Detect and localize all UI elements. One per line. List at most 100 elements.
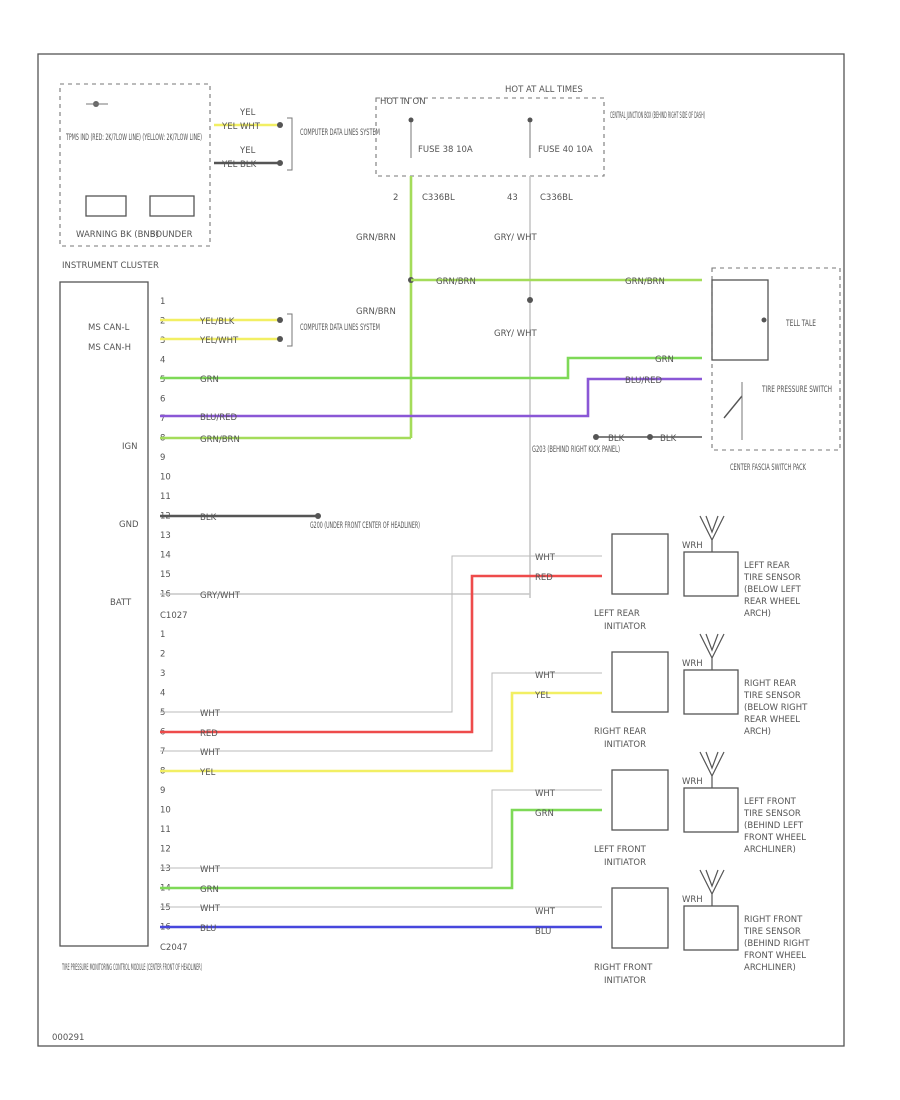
sensor-tag: WRH [682, 541, 703, 551]
sensor-tag: WRH [682, 659, 703, 669]
cluster-wire-end-1 [277, 122, 283, 128]
tpms-module: MS CAN-L MS CAN-H IGN GND BATT C1027 C20… [52, 281, 202, 1043]
pin-number-bottom: 11 [160, 825, 171, 835]
pin-number-top: 5 [160, 375, 165, 385]
wire-grn-to-tell-tale [160, 356, 702, 380]
antenna-icon [699, 869, 725, 906]
cluster-computer-data: COMPUTER DATA LINES SYSTEM [300, 128, 380, 138]
pin-number-top: 6 [160, 395, 165, 405]
vertical-label-grn-brn-1: GRN/BRN [356, 233, 396, 243]
junction-box-outline [375, 97, 605, 177]
label-yel-blk: YEL/BLK [199, 317, 235, 327]
wire-wht-left-front [160, 789, 602, 869]
pin-number-top: 7 [160, 414, 165, 424]
fuse2-top-node [527, 117, 533, 123]
label-wht-3: WHT [200, 865, 221, 875]
instrument-cluster: TPMS IND (RED: 2K/7LOW LINE) (YELLOW: 2K… [59, 83, 380, 271]
module-ground-label: G200 (UNDER FRONT CENTER OF HEADLINER) [310, 521, 420, 531]
module-computer-data: COMPUTER DATA LINES SYSTEM [300, 323, 380, 333]
switch-ground-label: G203 (BEHIND RIGHT KICK PANEL) [532, 445, 620, 455]
pin-number-bottom: 12 [160, 845, 171, 855]
tire-sensor-box [683, 905, 739, 951]
label-wht-4: WHT [200, 904, 221, 914]
instrument-cluster-title: INSTRUMENT CLUSTER [62, 261, 159, 271]
fuse2-pin: 43 [507, 193, 518, 203]
initiator-label-line2: INITIATOR [604, 740, 646, 750]
pin-number-bottom: 4 [160, 689, 165, 699]
pin-number-bottom: 9 [160, 786, 165, 796]
label-grn-brn-ign: GRN/BRN [200, 435, 240, 445]
sensor-label: FRONT WHEEL [744, 833, 806, 843]
initiator-box [611, 533, 669, 595]
pin-number-top: 10 [160, 473, 171, 483]
sensor-label: REAR WHEEL [744, 715, 800, 725]
sensor-label: (BELOW RIGHT [744, 703, 808, 713]
sensor-label: REAR WHEEL [744, 597, 800, 607]
instrument-cluster-box [59, 83, 211, 247]
module-label-ms-can-h: MS CAN-H [88, 343, 131, 353]
pin-number-top: 3 [160, 336, 165, 346]
sensor-label: (BELOW LEFT [744, 585, 802, 595]
warning-indicator [85, 195, 127, 217]
label-grn-bottom: GRN [200, 885, 219, 895]
antenna-icon [699, 633, 725, 670]
pin-number-bottom: 5 [160, 708, 165, 718]
initiator-color-label: RED [535, 573, 553, 583]
label-blu-red: BLU/RED [200, 413, 238, 423]
switch-pack-outline [711, 267, 841, 451]
hot-run-label: HOT IN ON [380, 97, 426, 107]
pin-number-top: 15 [160, 570, 171, 580]
initiator-label: LEFT REAR [594, 609, 640, 619]
wire-yel-blk-end [277, 317, 283, 323]
initiator-label: RIGHT REAR [594, 727, 646, 737]
sounder-indicator [149, 195, 195, 217]
module-connector-bottom: C2047 [160, 943, 188, 953]
initiator-color-label: BLU [535, 927, 551, 937]
tire-sensor-box [683, 669, 739, 715]
tell-tale-box [711, 279, 769, 361]
sensor-tag: WRH [682, 895, 703, 905]
pin-number-bottom: 7 [160, 747, 165, 757]
initiator-color-label: YEL [534, 691, 551, 701]
sensor-label: RIGHT FRONT [744, 915, 803, 925]
vertical-label-gry-wht-1: GRY/ WHT [494, 233, 538, 243]
pin-number-top: 1 [160, 297, 165, 307]
switch-label: TIRE PRESSURE SWITCH [761, 385, 832, 395]
label-grn-tell-tale: GRN [655, 355, 674, 365]
sensor-label: TIRE SENSOR [743, 573, 801, 583]
pin-number-bottom: 3 [160, 669, 165, 679]
cluster-wire-label-yel-1: YEL [239, 108, 256, 118]
splice-gry-wht [527, 297, 533, 303]
diagram-frame [37, 53, 845, 1047]
antenna-icon [699, 751, 725, 788]
wire-red-left-rear [160, 574, 602, 734]
initiator-wht-label: WHT [535, 671, 556, 681]
tpms-module-box [59, 281, 149, 947]
module-ground-node [315, 513, 321, 519]
pin-number-top: 2 [160, 317, 165, 327]
pin-number-bottom: 13 [160, 864, 171, 874]
fuse2-connector: C336BL [540, 193, 573, 203]
pin-number-bottom: 15 [160, 903, 171, 913]
tire-sensor-box [683, 551, 739, 597]
sensor-label: LEFT REAR [744, 561, 790, 571]
pin-number-top: 9 [160, 453, 165, 463]
switch-lever [723, 395, 743, 419]
label-blk-switch-2: BLK [660, 434, 677, 444]
initiator-label-line2: INITIATOR [604, 622, 646, 632]
sounder-label: SOUNDER [150, 230, 193, 240]
initiator-label: LEFT FRONT [594, 845, 647, 855]
sensor-label: TIRE SENSOR [743, 927, 801, 937]
fuse1-label: FUSE 38 10A [418, 145, 473, 155]
pin-number-bottom: 2 [160, 650, 165, 660]
tell-tale-lamp-icon [761, 317, 767, 323]
label-wht-2: WHT [200, 748, 221, 758]
sensor-label: RIGHT REAR [744, 679, 796, 689]
module-bracket [287, 313, 293, 347]
pin-number-bottom: 1 [160, 630, 165, 640]
label-blk-switch-1: BLK [608, 434, 625, 444]
sensor-label: FRONT WHEEL [744, 951, 806, 961]
